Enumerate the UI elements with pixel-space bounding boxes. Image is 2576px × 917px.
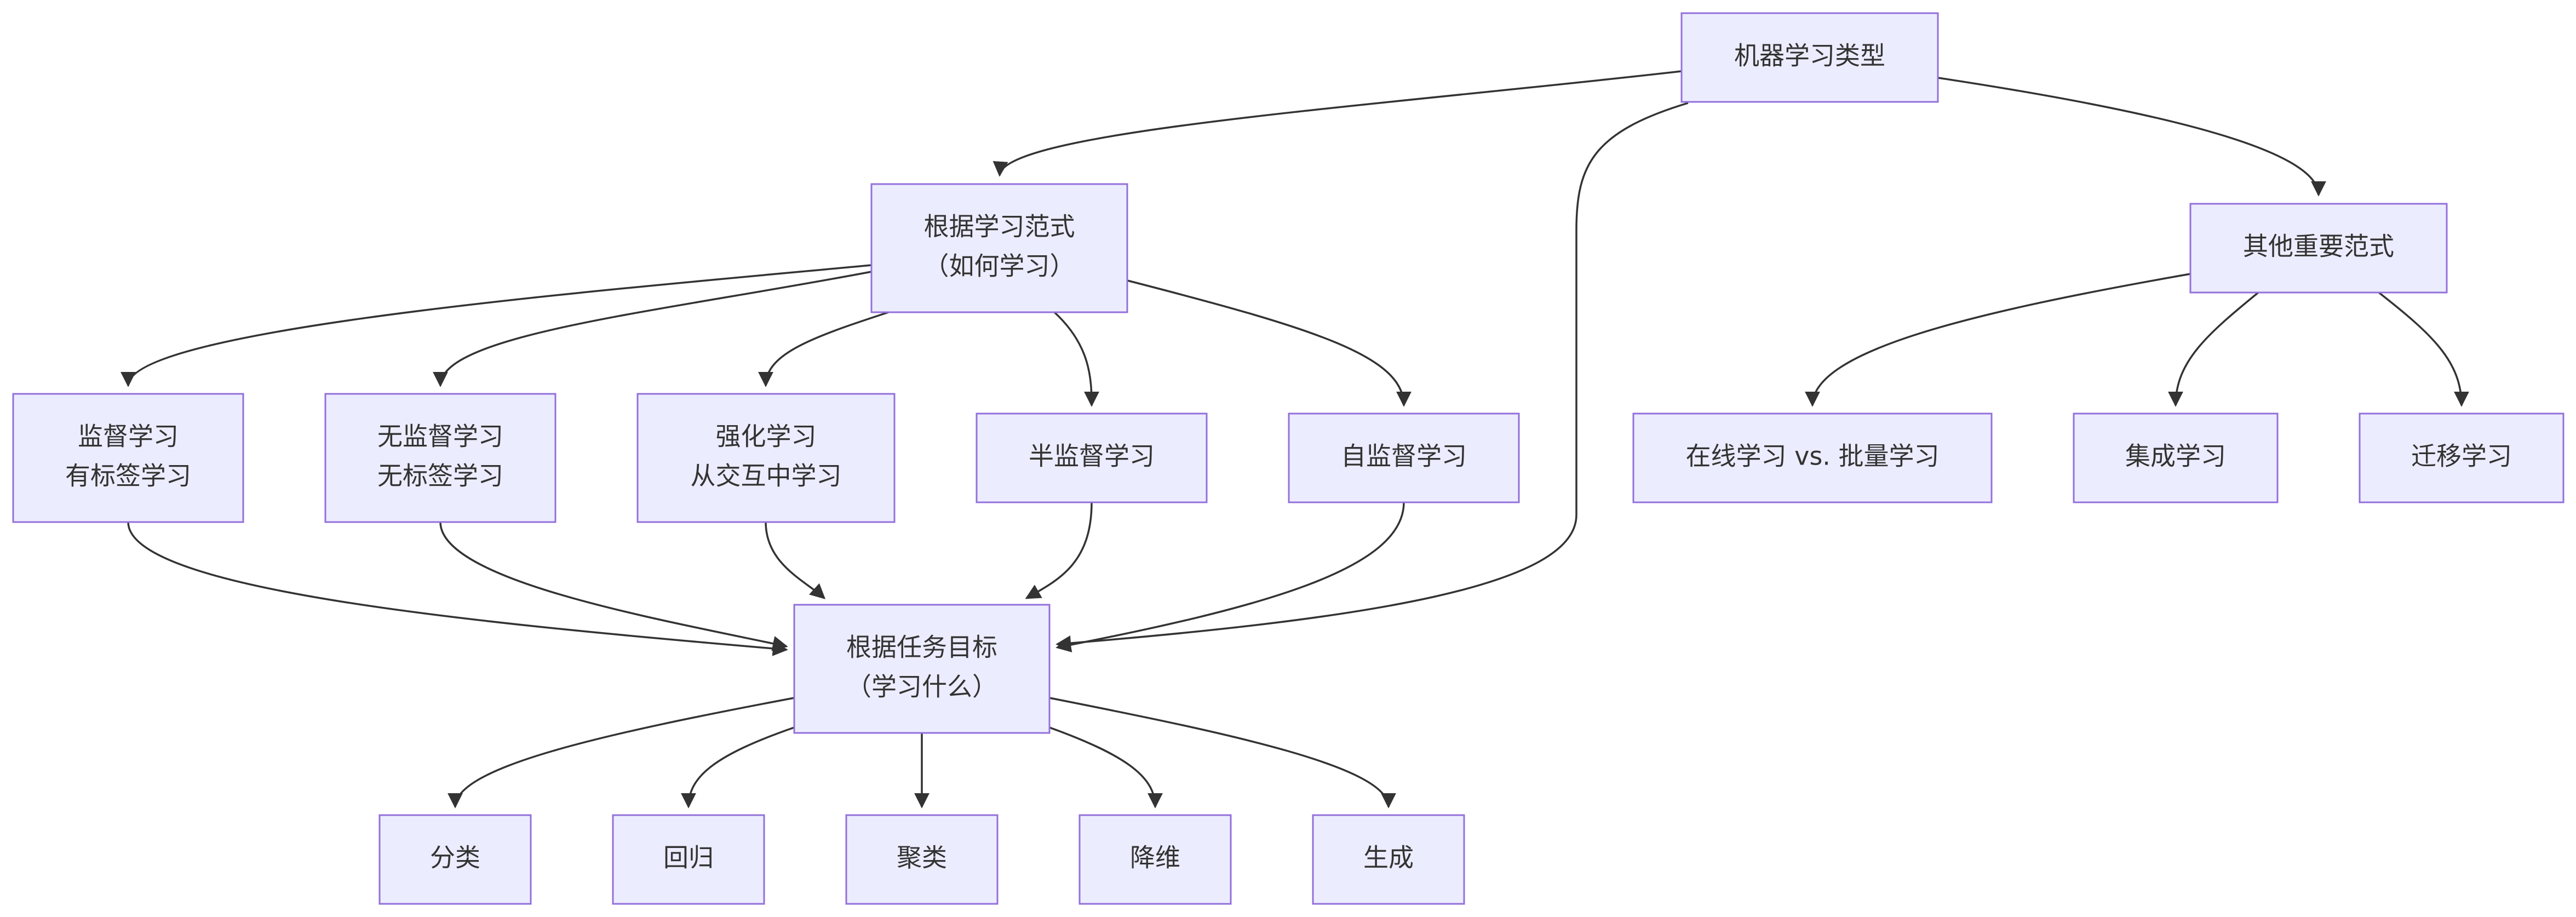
node-label-paradigm-line-1: 根据学习范式 bbox=[924, 212, 1075, 242]
edge-root-to-task bbox=[1055, 102, 1689, 651]
nodes-layer: 机器学习类型根据学习范式（如何学习）其他重要范式监督学习有标签学习无监督学习无标… bbox=[12, 12, 2564, 905]
node-label-reinforcement-line-1: 强化学习 bbox=[716, 422, 817, 451]
node-box-root bbox=[1680, 12, 1939, 103]
node-regression: 回归 bbox=[612, 814, 765, 905]
edge-reinforcement-to-task bbox=[765, 521, 826, 599]
node-paradigm: 根据学习范式 （如何学习） bbox=[870, 183, 1128, 313]
edge-unsupervised-to-task bbox=[439, 521, 788, 651]
node-root: 机器学习类型 bbox=[1680, 12, 1939, 103]
node-box-regression bbox=[612, 814, 765, 905]
node-classification: 分类 bbox=[378, 814, 532, 905]
node-label-unsupervised-line-2: 无标签学习 bbox=[377, 461, 503, 491]
node-box-reinforcement bbox=[636, 393, 896, 523]
edge-root-to-paradigm bbox=[992, 70, 1682, 177]
node-label-ensemble: 集成学习 bbox=[2125, 442, 2226, 471]
node-label-classification: 分类 bbox=[430, 843, 480, 873]
node-label-clustering: 聚类 bbox=[897, 843, 947, 873]
edge-root-to-other bbox=[1937, 77, 2326, 197]
edge-paradigm-to-selfsup bbox=[1127, 279, 1412, 407]
node-label-semi: 半监督学习 bbox=[1029, 442, 1155, 471]
node-box-selfsup bbox=[1288, 412, 1520, 503]
node-label-selfsup: 自监督学习 bbox=[1341, 442, 1467, 471]
edges-layer bbox=[121, 70, 2469, 809]
edge-semi-to-task bbox=[1025, 502, 1093, 599]
node-task: 根据任务目标 （学习什么） bbox=[793, 604, 1051, 734]
edge-other-to-online bbox=[1805, 273, 2191, 407]
edge-selfsup-to-task bbox=[1055, 502, 1405, 652]
node-label-dimred: 降维 bbox=[1130, 843, 1180, 873]
node-box-generation bbox=[1312, 814, 1465, 905]
node-box-classification bbox=[378, 814, 532, 905]
node-box-clustering bbox=[845, 814, 999, 905]
node-label-other: 其他重要范式 bbox=[2243, 232, 2394, 261]
node-box-unsupervised bbox=[324, 393, 556, 523]
node-label-transfer: 迁移学习 bbox=[2411, 442, 2512, 471]
edge-other-to-transfer bbox=[2378, 291, 2469, 407]
node-label-regression: 回归 bbox=[663, 843, 714, 873]
node-label-task-line-1: 根据任务目标 bbox=[846, 633, 997, 662]
node-selfsup: 自监督学习 bbox=[1288, 412, 1520, 503]
node-box-online bbox=[1632, 412, 1993, 503]
node-label-supervised-line-2: 有标签学习 bbox=[65, 461, 191, 491]
edge-task-to-dimred bbox=[1049, 726, 1163, 809]
node-transfer: 迁移学习 bbox=[2359, 412, 2564, 503]
edge-paradigm-to-supervised bbox=[121, 264, 872, 387]
edge-task-to-regression bbox=[681, 726, 795, 809]
node-box-supervised bbox=[12, 393, 244, 523]
node-label-unsupervised-line-1: 无监督学习 bbox=[377, 422, 503, 451]
node-generation: 生成 bbox=[1312, 814, 1465, 905]
node-box-task bbox=[793, 604, 1051, 734]
node-label-task-line-2: （学习什么） bbox=[846, 672, 997, 702]
node-ensemble: 集成学习 bbox=[2073, 412, 2279, 503]
node-label-paradigm-line-2: （如何学习） bbox=[924, 251, 1075, 281]
node-label-supervised-line-1: 监督学习 bbox=[78, 422, 179, 451]
edge-other-to-ensemble bbox=[2168, 291, 2259, 407]
node-box-paradigm bbox=[870, 183, 1128, 313]
edge-paradigm-to-semi bbox=[1053, 311, 1099, 407]
node-label-root: 机器学习类型 bbox=[1734, 41, 1885, 71]
node-dimred: 降维 bbox=[1078, 814, 1232, 905]
node-label-reinforcement-line-2: 从交互中学习 bbox=[691, 461, 842, 491]
node-other: 其他重要范式 bbox=[2189, 203, 2448, 294]
edge-task-to-generation bbox=[1049, 697, 1396, 809]
node-clustering: 聚类 bbox=[845, 814, 999, 905]
node-label-generation: 生成 bbox=[1363, 843, 1414, 873]
edge-supervised-to-task bbox=[127, 521, 788, 656]
node-semi: 半监督学习 bbox=[976, 412, 1208, 503]
node-box-other bbox=[2189, 203, 2448, 294]
edge-task-to-classification bbox=[447, 697, 795, 809]
node-box-dimred bbox=[1078, 814, 1232, 905]
node-box-ensemble bbox=[2073, 412, 2279, 503]
edge-paradigm-to-reinforcement bbox=[758, 303, 913, 387]
node-box-semi bbox=[976, 412, 1208, 503]
node-box-transfer bbox=[2359, 412, 2564, 503]
node-online: 在线学习 vs. 批量学习 bbox=[1632, 412, 1993, 503]
edge-paradigm-to-unsupervised bbox=[433, 271, 872, 387]
node-label-online: 在线学习 vs. 批量学习 bbox=[1685, 442, 1939, 471]
